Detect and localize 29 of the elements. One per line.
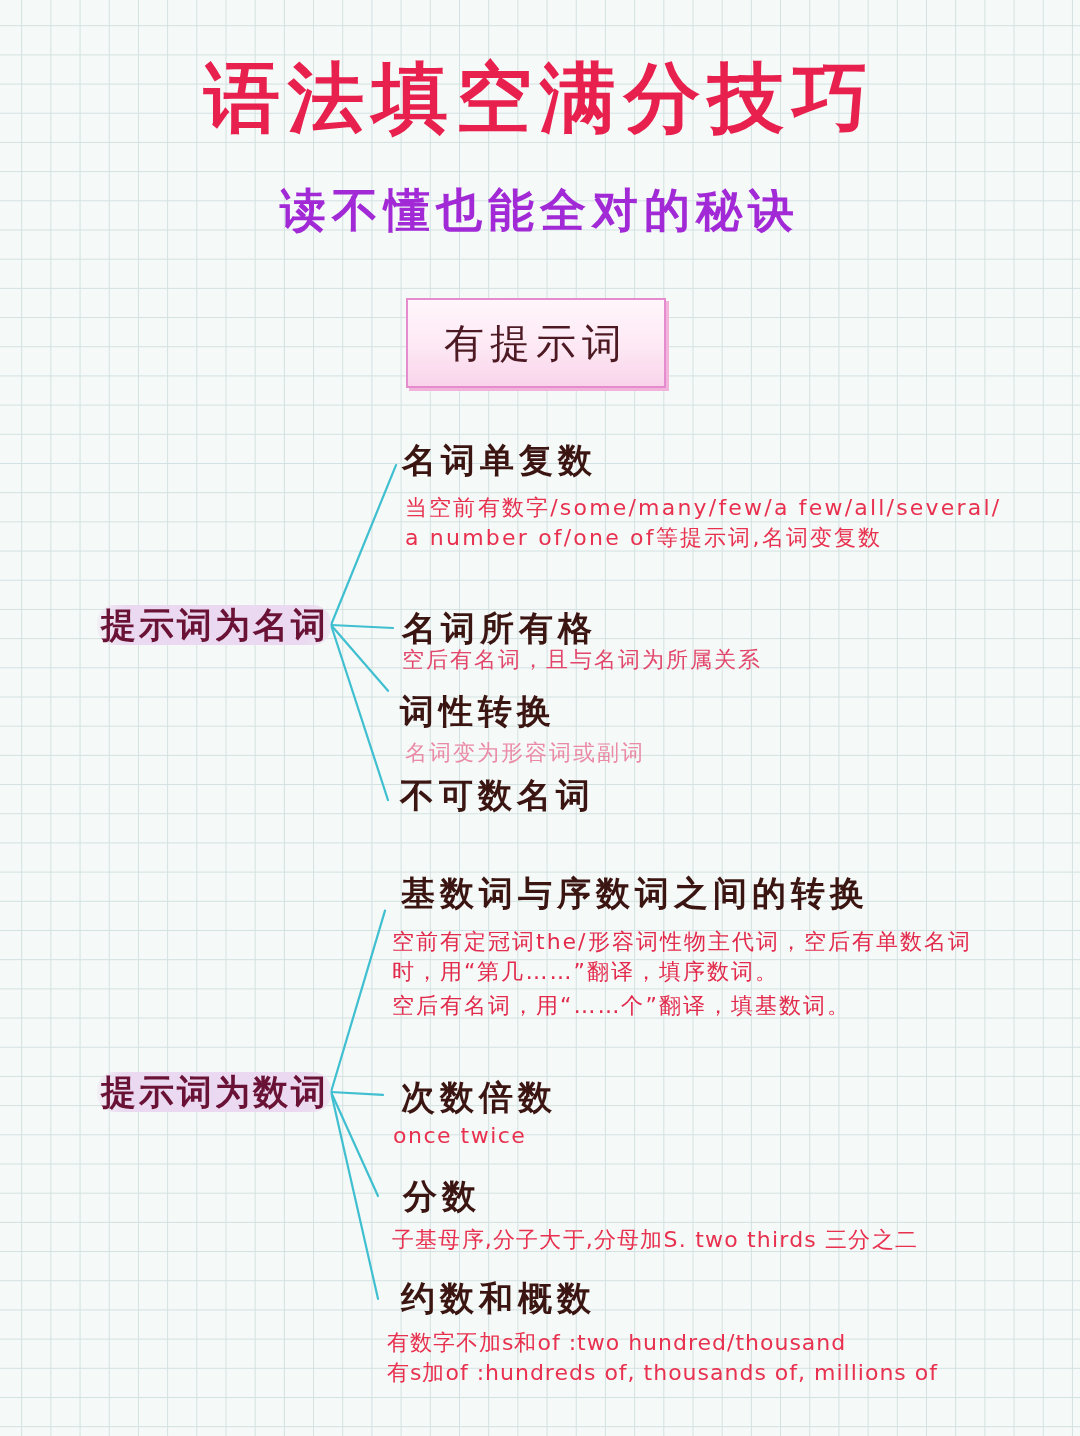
connector-line [329, 623, 390, 692]
branch-heading: 约数和概数 [378, 1277, 598, 1319]
subtitle: 读不懂也能全对的秘诀 [278, 182, 801, 239]
connector-line [329, 1090, 380, 1300]
connector-line [329, 1090, 380, 1198]
branch-heading: 名词单复数 [396, 439, 599, 481]
highlighted-topic: 提示词为数词 [97, 1072, 331, 1112]
branch-heading: 词性转换 [388, 690, 558, 732]
branch-heading: 不可数名词 [388, 774, 597, 816]
description-text: once twice [393, 1122, 527, 1150]
connector-line [329, 623, 395, 630]
branch-heading: 基数词与序数词之间的转换 [385, 872, 871, 914]
branch-heading: 名词所有格 [393, 607, 599, 649]
description-text: 空后有名词，用“……个”翻译，填基数词。 [392, 992, 851, 1020]
connector-line [329, 1090, 385, 1096]
connector-line [329, 909, 387, 1094]
heading-box: 有提示词 [406, 298, 666, 388]
highlighted-topic: 提示词为名词 [97, 605, 331, 645]
branch-heading: 分数 [378, 1175, 483, 1217]
description-text: 有s加of :hundreds of, thousands of, millions of [387, 1359, 938, 1387]
description-text: 当空前有数字/some/many/few/a few/all/several/ a number of/one of等提示词,名词变复数 [405, 494, 1003, 552]
title: 语法填空满分技巧 [202, 52, 877, 144]
connector-line [329, 463, 398, 627]
description-text: 有数字不加s和of :two hundred/thousand [387, 1329, 847, 1357]
description-text: 空前有定冠词the/形容词性物主代词，空后有单数名词时，用“第几……”翻译，填序数词。 [392, 928, 973, 986]
description-text: 子基母序,分子大于,分母加S. two thirds 三分之二 [392, 1226, 918, 1254]
description-text: 空后有名词，且与名词为所属关系 [402, 646, 762, 674]
branch-heading: 次数倍数 [383, 1076, 559, 1118]
description-text: 名词变为形容词或副词 [405, 739, 645, 767]
